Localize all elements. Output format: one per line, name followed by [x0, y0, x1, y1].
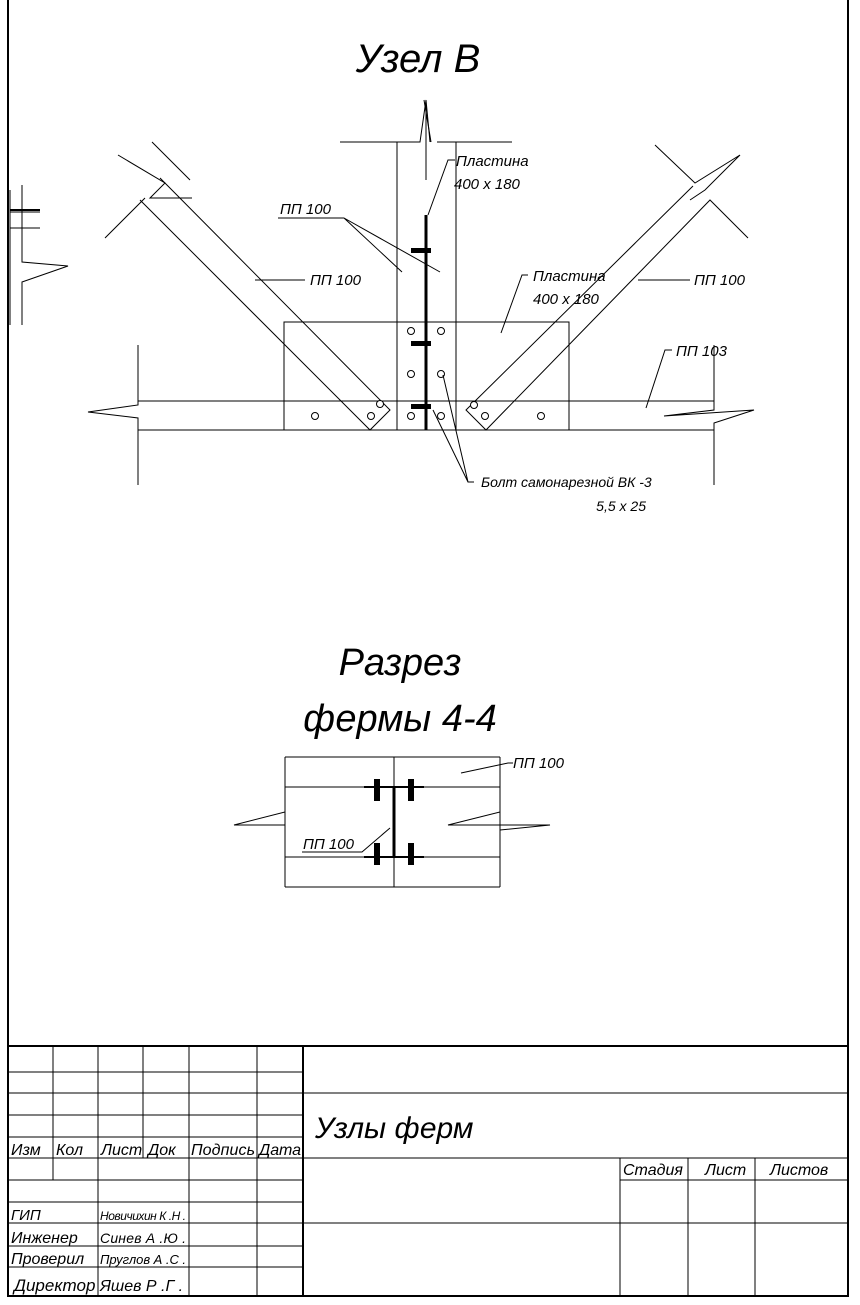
self-tapping-screws: [411, 248, 431, 409]
header-kol: Кол: [56, 1142, 83, 1159]
section-title-2: фермы 4-4: [303, 698, 497, 740]
left-diagonal: [104, 141, 391, 431]
staff-role: Директор: [12, 1276, 95, 1295]
staff-name: Яшев Р .Г .: [99, 1278, 183, 1295]
staff-role: Инженер: [11, 1230, 78, 1247]
header-dok: Док: [146, 1142, 177, 1159]
section-title-1: Разрез: [339, 642, 462, 684]
section-view: Разрез фермы 4-4 ПП 100 ПП 100: [233, 642, 565, 888]
label-bolt: Болт самонарезной ВК -3: [481, 474, 652, 490]
label-bolt-size: 5,5 х 25: [596, 498, 646, 514]
label-pp100-post: ПП 100: [280, 201, 332, 218]
node-b-view: Узел В: [9, 37, 755, 514]
right-diagonal: [465, 144, 749, 431]
label-plate-mid: Пластина: [533, 268, 606, 285]
sheet-frame: [7, 0, 849, 1297]
staff-role: ГИП: [11, 1207, 41, 1224]
label-pp103: ПП 103: [676, 343, 728, 360]
label-section-pp100-top: ПП 100: [513, 755, 565, 772]
section-profile: [364, 779, 424, 865]
label-section-pp100-left: ПП 100: [303, 836, 355, 853]
label-plate-mid-size: 400 х 180: [533, 291, 600, 308]
header-list: Лист: [100, 1142, 142, 1159]
staff-name: Пруглов А .С .: [100, 1252, 186, 1267]
drawing-title: Узлы ферм: [314, 1112, 473, 1145]
header-data: Дата: [257, 1142, 301, 1159]
title-block: Изм Кол Лист Док Подпись Дата Узлы ферм …: [8, 1045, 848, 1296]
label-plate-top: Пластина: [456, 153, 529, 170]
label-pp100-left-diagonal: ПП 100: [310, 272, 362, 289]
header-izm: Изм: [11, 1142, 41, 1159]
header-stage: Стадия: [623, 1162, 683, 1179]
header-podpis: Подпись: [191, 1142, 255, 1159]
label-plate-top-size: 400 х 180: [454, 176, 521, 193]
header-sheets: Листов: [769, 1162, 828, 1179]
left-stub: [9, 185, 69, 325]
leader-lines: [255, 159, 690, 483]
header-sheet: Лист: [704, 1162, 746, 1179]
staff-name: Новичихин К .Н .: [100, 1209, 186, 1223]
vertical-post: [340, 99, 512, 430]
label-pp100-right-diagonal: ПП 100: [694, 272, 746, 289]
bottom-chord: [87, 345, 755, 485]
staff-name: Синев А .Ю .: [100, 1230, 186, 1246]
staff-role: Проверил: [11, 1251, 84, 1268]
bolt-holes: [311, 327, 545, 420]
node-title: Узел В: [355, 37, 481, 81]
